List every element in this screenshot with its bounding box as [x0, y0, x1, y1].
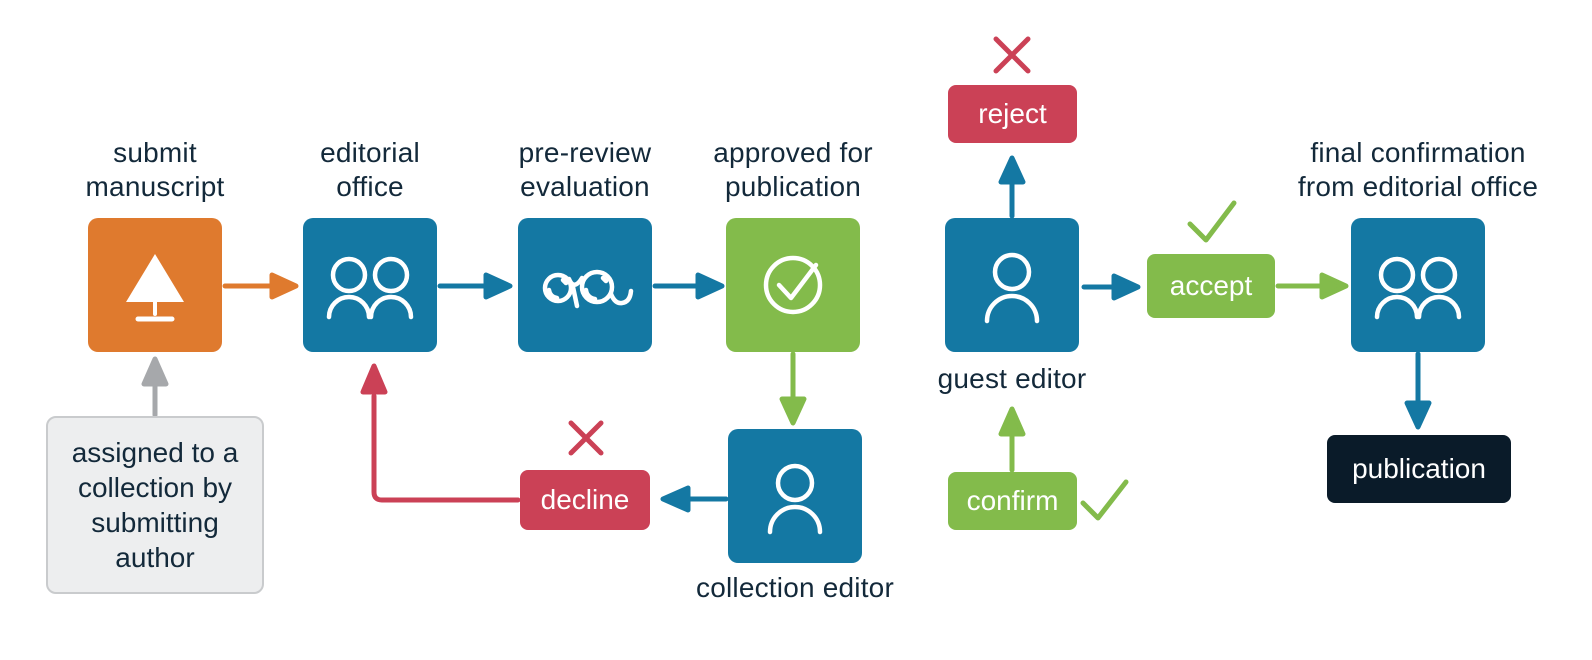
note-box: assigned to a collection by submitting a…	[46, 416, 264, 594]
collection-editor-label: collection editor	[696, 572, 894, 603]
approved-for-publication-label: approved for publication	[713, 137, 873, 202]
publication-pill: publication	[1327, 435, 1511, 503]
reject-pill: reject	[948, 85, 1077, 143]
approved-for-publication-node	[726, 218, 860, 352]
upload-icon	[126, 254, 184, 322]
arrow-final-to-publication	[1404, 351, 1432, 430]
arrow-prereview-to-approved	[652, 272, 725, 300]
two-people-icon	[326, 256, 414, 320]
arrow-approved-to-collection	[779, 351, 807, 426]
collection-editor-node	[728, 429, 862, 563]
note-text: assigned to a collection by submitting a…	[71, 437, 239, 573]
guest-editor-node	[945, 218, 1079, 352]
decline-x-icon	[568, 420, 604, 456]
confirm-pill: confirm	[948, 472, 1077, 530]
submit-manuscript-node	[88, 218, 222, 352]
final-confirmation-label: final confirmation from editorial office	[1297, 137, 1539, 202]
prereview-evaluation-node	[518, 218, 652, 352]
arrow-submit-to-editorial	[222, 272, 299, 300]
final-confirmation-node	[1351, 218, 1485, 352]
accept-check-icon	[1187, 200, 1237, 243]
arrow-confirm-to-guest	[998, 406, 1026, 473]
glasses-icon	[542, 269, 634, 309]
arrow-accept-to-final	[1275, 272, 1349, 300]
arrow-guest-to-reject	[998, 155, 1026, 219]
accept-pill: accept	[1147, 254, 1275, 318]
arrow-guest-to-accept	[1081, 273, 1141, 301]
prereview-evaluation-label: pre-review evaluation	[518, 137, 652, 202]
reject-x-icon	[993, 36, 1031, 74]
arrow-editorial-to-prereview	[437, 272, 513, 300]
check-circle-icon	[763, 255, 823, 315]
two-people-icon	[1374, 256, 1462, 320]
editorial-office-label: editorial office	[320, 137, 420, 202]
arrow-note-to-submit	[141, 356, 169, 418]
person-icon	[767, 463, 823, 535]
arrow-collection-to-decline	[660, 485, 729, 513]
person-icon	[984, 252, 1040, 324]
submit-manuscript-label: submit manuscript	[85, 137, 225, 202]
decline-pill: decline	[520, 470, 650, 530]
guest-editor-label: guest editor	[937, 363, 1087, 394]
confirm-check-icon	[1080, 479, 1129, 521]
arrow-decline-to-editorial	[360, 363, 521, 503]
editorial-office-node	[303, 218, 437, 352]
